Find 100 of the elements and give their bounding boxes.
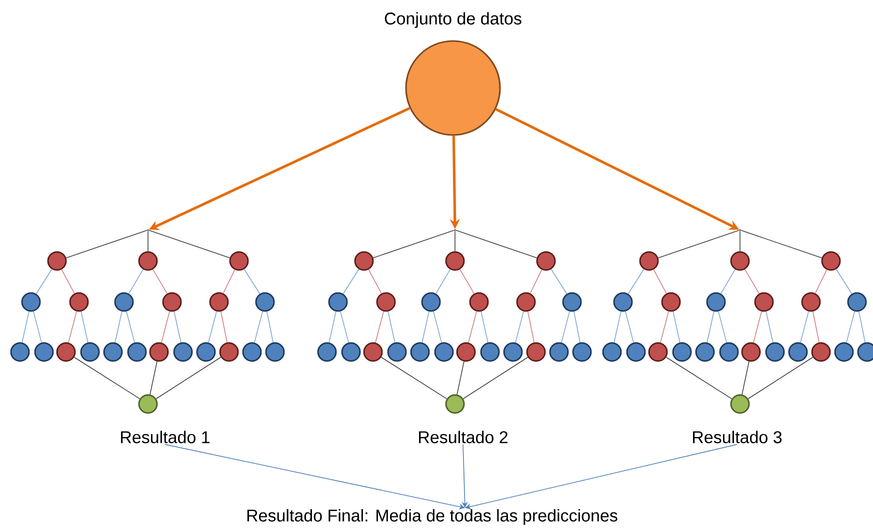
branch-line bbox=[480, 311, 488, 343]
tree-node-circle bbox=[847, 292, 867, 312]
branch-line bbox=[456, 361, 464, 395]
branch-line bbox=[753, 311, 762, 343]
branch-line bbox=[342, 268, 360, 294]
tree-node-circle bbox=[526, 342, 546, 362]
branch-line bbox=[742, 361, 750, 395]
tree-node-circle bbox=[562, 292, 582, 312]
branch-line bbox=[380, 356, 448, 400]
branch-line bbox=[33, 311, 42, 343]
tree-node-circle bbox=[730, 251, 750, 271]
tree-node-circle bbox=[613, 292, 633, 312]
tree-node-circle bbox=[317, 342, 337, 362]
tree-node-circle bbox=[387, 342, 407, 362]
branch-line bbox=[66, 230, 148, 258]
branch-line bbox=[266, 311, 274, 343]
branch-line bbox=[156, 356, 222, 400]
tree-node-circle bbox=[572, 342, 592, 362]
branch-line bbox=[766, 311, 774, 343]
tree-node-circle bbox=[445, 251, 465, 271]
branch-line bbox=[220, 311, 228, 343]
branch-line bbox=[836, 268, 852, 294]
branch-line bbox=[574, 311, 580, 343]
tree-node-circle bbox=[626, 342, 646, 362]
tree-node-circle bbox=[162, 292, 182, 312]
branch-line bbox=[328, 311, 336, 343]
tree-node-circle bbox=[341, 342, 361, 362]
branch-line bbox=[814, 269, 828, 294]
tree-node-circle bbox=[434, 342, 454, 362]
tree-node-circle bbox=[69, 292, 89, 312]
result-label: Resultado 1 bbox=[121, 430, 210, 444]
branch-line bbox=[388, 311, 396, 343]
tree-node-circle bbox=[127, 342, 147, 362]
branch-line bbox=[625, 311, 634, 343]
branch-line bbox=[460, 269, 474, 294]
tree-node-circle bbox=[821, 251, 841, 271]
tree-node-circle bbox=[410, 342, 430, 362]
tree-node-circle bbox=[516, 292, 536, 312]
tree-node-circle bbox=[209, 292, 229, 312]
branch-line bbox=[74, 356, 140, 400]
tree-node-circle bbox=[138, 251, 158, 271]
branch-line bbox=[422, 311, 430, 343]
result-label: Resultado 3 bbox=[693, 430, 782, 444]
branch-line bbox=[515, 311, 524, 343]
branch-line bbox=[455, 230, 538, 258]
node-label: Conjunto de datos bbox=[384, 12, 522, 28]
branch-line bbox=[80, 311, 88, 343]
branch-line bbox=[68, 311, 77, 343]
tree-node-circle bbox=[219, 342, 239, 362]
tree-node-circle bbox=[265, 342, 285, 362]
branch-line bbox=[222, 269, 236, 294]
branch-line bbox=[128, 269, 144, 294]
tree-node-circle bbox=[354, 251, 374, 271]
tree-node-circle bbox=[719, 342, 739, 362]
branch-line bbox=[660, 311, 669, 343]
branch-line bbox=[254, 311, 263, 343]
branch-line bbox=[530, 269, 542, 294]
branch-line bbox=[433, 311, 442, 343]
branch-line bbox=[454, 230, 456, 252]
branch-line bbox=[846, 311, 855, 343]
branch-line bbox=[462, 356, 528, 400]
tree-node-circle bbox=[672, 342, 692, 362]
tree-node-circle bbox=[741, 342, 761, 362]
tree-node-circle bbox=[229, 251, 249, 271]
branch-line bbox=[720, 269, 736, 294]
branch-line bbox=[614, 311, 622, 343]
tree-node-circle bbox=[149, 342, 169, 362]
tree-node-circle bbox=[549, 342, 569, 362]
branch-line bbox=[150, 361, 158, 395]
branch-line bbox=[61, 269, 75, 294]
tree-node-circle bbox=[754, 292, 774, 312]
branch-line bbox=[672, 311, 680, 343]
branch-line bbox=[340, 311, 349, 343]
tree-node-circle bbox=[801, 292, 821, 312]
branch-line bbox=[800, 311, 809, 343]
branch-line bbox=[706, 311, 714, 343]
branch-line bbox=[550, 268, 568, 294]
tree-node-circle bbox=[602, 342, 622, 362]
tree-node-circle bbox=[114, 292, 134, 312]
tree-node-circle bbox=[421, 292, 441, 312]
branch-line bbox=[858, 311, 866, 343]
tree-node-circle bbox=[173, 342, 193, 362]
tree-node-circle bbox=[503, 342, 523, 362]
branch-line bbox=[368, 269, 382, 294]
tree-node-circle bbox=[536, 251, 556, 271]
branch-line bbox=[666, 356, 732, 400]
tree-node-circle bbox=[857, 342, 873, 362]
tree-node-circle bbox=[834, 342, 854, 362]
branch-line bbox=[740, 230, 822, 258]
branch-line bbox=[372, 230, 455, 258]
branch-line bbox=[528, 311, 534, 343]
branch-line bbox=[22, 311, 30, 343]
result-text: Resultado Final: Media de todas las predicciones bbox=[247, 509, 618, 525]
branch-line bbox=[244, 268, 260, 294]
branch-line bbox=[718, 311, 727, 343]
tree-node-circle bbox=[363, 342, 383, 362]
tree-node-circle bbox=[648, 342, 668, 362]
tree-node-circle bbox=[788, 342, 808, 362]
tree-node-circle bbox=[196, 342, 216, 362]
tree-node-circle bbox=[103, 342, 123, 362]
